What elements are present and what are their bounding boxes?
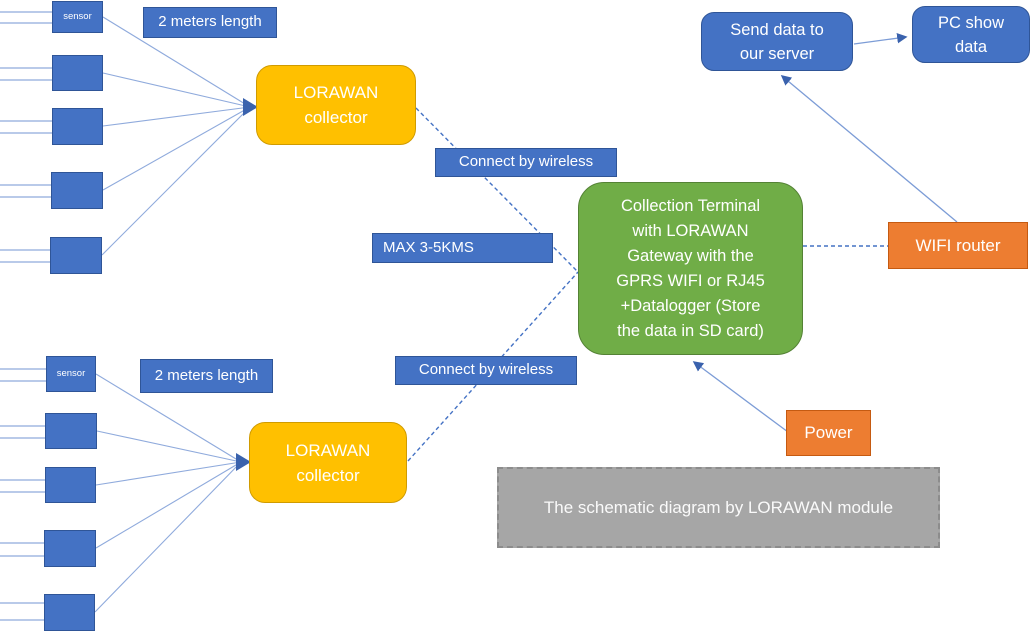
collector-text: LORAWAN collector [285, 440, 371, 485]
sensor-node [50, 237, 102, 274]
wifi-router-text: WIFI router [915, 235, 1001, 255]
pc-show-data-node: PC show data [912, 6, 1030, 63]
cable-length-text: 2 meters length [154, 366, 259, 384]
sensor-node [45, 413, 97, 449]
connect-wireless-text: Connect by wireless [418, 361, 554, 379]
terminal-text: Collection Terminal with LORAWAN Gateway… [616, 196, 765, 340]
cable-length-label-bottom: 2 meters length [140, 359, 273, 393]
max-distance-label: MAX 3-5KMS [372, 233, 553, 263]
connect-wireless-label-bottom: Connect by wireless [395, 356, 577, 385]
connect-wireless-text: Connect by wireless [458, 153, 594, 171]
cable-length-text: 2 meters length [158, 13, 262, 31]
power-node: Power [786, 410, 871, 456]
sensor-node [44, 530, 96, 567]
sensor-node: sensor [46, 356, 96, 392]
sensor-label: sensor [63, 11, 92, 23]
fan-lines-top [101, 16, 251, 256]
collection-terminal-gateway: Collection Terminal with LORAWAN Gateway… [578, 182, 803, 355]
collector-text: LORAWAN collector [293, 83, 379, 127]
sensor-label: sensor [56, 368, 86, 380]
sensor-lead-wires-top [0, 11, 52, 263]
lorawan-collector-top: LORAWAN collector [256, 65, 416, 145]
wifi-router-node: WIFI router [888, 222, 1028, 269]
fan-lines-bottom [94, 373, 242, 613]
sensor-node [52, 55, 103, 91]
diagram-caption: The schematic diagram by LORAWAN module [497, 467, 940, 548]
sensor-node [45, 467, 96, 503]
power-text: Power [804, 423, 853, 443]
sensor-node [51, 172, 103, 209]
cable-length-label-top: 2 meters length [143, 7, 277, 38]
sensor-lead-wires-bottom [0, 368, 46, 621]
send-data-server-node: Send data to our server [701, 12, 853, 71]
connect-wireless-label-top: Connect by wireless [435, 148, 617, 177]
sensor-node [44, 594, 95, 631]
send-data-server-text: Send data to our server [730, 20, 824, 63]
sensor-node: sensor [52, 1, 103, 33]
diagram-caption-text: The schematic diagram by LORAWAN module [543, 497, 894, 517]
pc-show-data-text: PC show data [937, 13, 1005, 56]
max-distance-text: MAX 3-5KMS [383, 238, 474, 256]
sensor-node [52, 108, 103, 145]
lorawan-collector-bottom: LORAWAN collector [249, 422, 407, 503]
